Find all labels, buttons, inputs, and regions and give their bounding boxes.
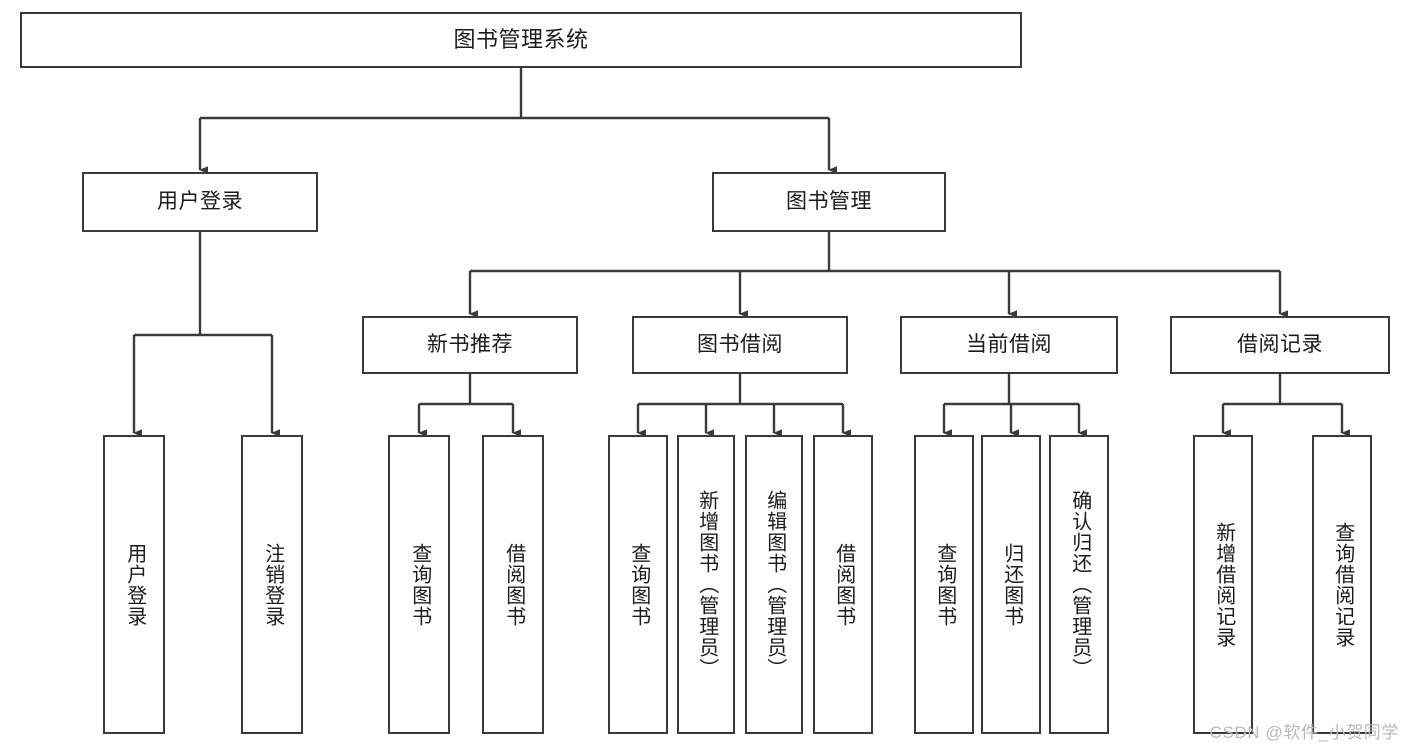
node-leaf-return-book[interactable]: 归还图书 [981, 435, 1041, 734]
node-label: 图书管理 [786, 189, 872, 213]
node-leaf-borrow-book-1[interactable]: 借阅图书 [482, 435, 544, 734]
node-label: 图书借阅 [697, 332, 783, 356]
node-label: 用户登录 [157, 189, 243, 213]
node-label: 归还图书 [1000, 542, 1023, 627]
node-label: 当前借阅 [966, 332, 1052, 356]
node-leaf-logout[interactable]: 注销登录 [241, 435, 303, 734]
watermark: CSDN @软件_小贺同学 [1209, 723, 1399, 742]
node-label: 新增图书（管理员） [695, 490, 718, 679]
node-leaf-query-book-3[interactable]: 查询图书 [914, 435, 974, 734]
node-label: 借阅图书 [832, 542, 855, 627]
node-borrowing-records[interactable]: 借阅记录 [1170, 316, 1390, 374]
node-leaf-user-login[interactable]: 用户登录 [103, 435, 165, 734]
node-label: 编辑图书（管理员） [763, 490, 786, 679]
node-label: 图书管理系统 [453, 27, 589, 53]
node-leaf-edit-book[interactable]: 编辑图书（管理员） [745, 435, 803, 734]
node-label: 借阅图书 [502, 542, 525, 627]
node-label: 确认归还（管理员） [1068, 490, 1091, 679]
node-user-login[interactable]: 用户登录 [82, 172, 318, 232]
node-root[interactable]: 图书管理系统 [20, 12, 1022, 68]
node-label: 查询图书 [408, 542, 431, 627]
node-book-borrowing[interactable]: 图书借阅 [632, 316, 848, 374]
node-label: 新增借阅记录 [1212, 521, 1235, 648]
node-label: 查询图书 [627, 542, 650, 627]
node-label: 查询借阅记录 [1331, 521, 1354, 648]
node-label: 查询图书 [933, 542, 956, 627]
node-label: 借阅记录 [1237, 332, 1323, 356]
node-leaf-query-borrow-record[interactable]: 查询借阅记录 [1312, 435, 1372, 734]
node-leaf-confirm-return[interactable]: 确认归还（管理员） [1049, 435, 1109, 734]
node-leaf-borrow-book-2[interactable]: 借阅图书 [813, 435, 873, 734]
node-current-borrowing[interactable]: 当前借阅 [900, 316, 1118, 374]
node-book-management[interactable]: 图书管理 [712, 172, 946, 232]
node-leaf-add-borrow-record[interactable]: 新增借阅记录 [1193, 435, 1253, 734]
node-label: 注销登录 [261, 542, 284, 627]
node-new-book-recommendation[interactable]: 新书推荐 [362, 316, 578, 374]
node-leaf-query-book-1[interactable]: 查询图书 [388, 435, 450, 734]
node-label: 用户登录 [123, 542, 146, 627]
node-label: 新书推荐 [427, 332, 513, 356]
node-leaf-query-book-2[interactable]: 查询图书 [608, 435, 668, 734]
node-leaf-add-book[interactable]: 新增图书（管理员） [677, 435, 735, 734]
